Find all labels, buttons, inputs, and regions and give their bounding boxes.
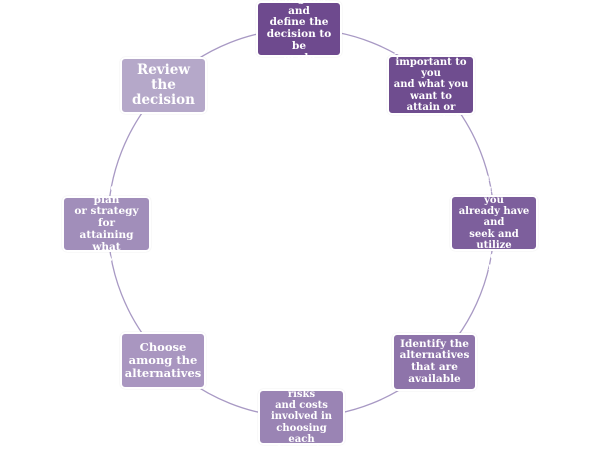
step-examine-information: Examine the information you already have… [450, 173, 538, 273]
step-choose-alternative: Choose among the alternatives [120, 332, 206, 389]
step-know-what-is-important: Know what is important to you and what y… [387, 46, 475, 124]
step-identify-alternatives: Identify the alternatives that are avail… [392, 333, 477, 391]
decision-cycle-diagram: Recognize and define the decision to be … [62, 0, 538, 456]
step-develop-plan: Develop a plan or strategy for attaining… [62, 182, 151, 264]
step-assess-risks-costs: Assess the risks and costs involved in c… [258, 378, 345, 456]
step-review-decision: Review the decision [120, 57, 207, 114]
step-recognize-decision: Recognize and define the decision to be … [256, 0, 342, 63]
